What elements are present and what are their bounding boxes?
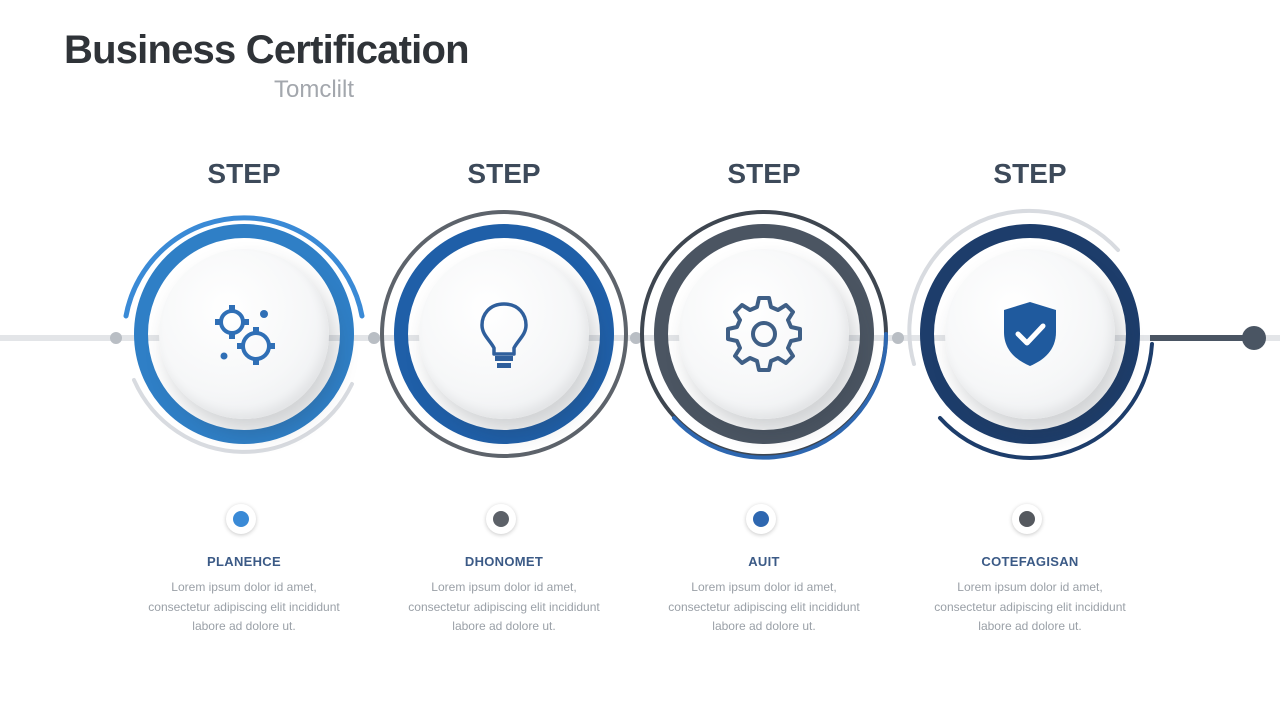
- step-marker: [226, 504, 256, 534]
- step-ring: [380, 210, 628, 458]
- step-disc: [419, 249, 589, 419]
- step-marker: [746, 504, 776, 534]
- step-disc: [679, 249, 849, 419]
- timeline-connector: [368, 332, 380, 344]
- timeline-tail: [1150, 335, 1254, 341]
- step-2: STEP DHONOMET Lorem ipsum dolor id amet,…: [374, 150, 634, 670]
- step-name: COTEFAGISAN: [981, 554, 1079, 569]
- step-description: Lorem ipsum dolor id amet, consectetur a…: [408, 580, 600, 633]
- step-description: Lorem ipsum dolor id amet, consectetur a…: [668, 580, 860, 633]
- step-marker-dot: [753, 511, 769, 527]
- timeline-end-node: [1242, 326, 1266, 350]
- gear-icon: [726, 296, 802, 372]
- step-description: Lorem ipsum dolor id amet, consectetur a…: [934, 580, 1126, 633]
- step-description: Lorem ipsum dolor id amet, consectetur a…: [148, 580, 340, 633]
- page-subtitle: Tomclilt: [274, 76, 355, 103]
- step-label: STEP: [993, 158, 1067, 189]
- page-title: Business Certification: [64, 28, 470, 72]
- step-4: STEP COTEFAGISAN Lorem ipsum dolor id am…: [900, 150, 1160, 670]
- step-ring: [123, 215, 365, 454]
- step-marker-dot: [493, 511, 509, 527]
- step-label: STEP: [207, 158, 281, 189]
- step-marker-dot: [233, 511, 249, 527]
- timeline-connector: [110, 332, 122, 344]
- step-disc: [159, 249, 329, 419]
- step-label: STEP: [727, 158, 801, 189]
- step-3: STEP AUIT Lorem ipsum dolor id amet, con…: [634, 150, 894, 670]
- gears-icon: [215, 305, 275, 365]
- shield-check-icon: [1004, 302, 1056, 366]
- step-label: STEP: [467, 158, 541, 189]
- timeline-connector: [892, 332, 904, 344]
- lightbulb-icon: [480, 302, 528, 368]
- step-ring: [907, 208, 1154, 460]
- step-name: AUIT: [748, 554, 780, 569]
- step-marker: [486, 504, 516, 534]
- step-ring: [640, 210, 889, 460]
- step-name: DHONOMET: [464, 554, 544, 569]
- step-1: STEP PLANEHCE Lorem ipsum dolor id amet,…: [114, 150, 374, 670]
- step-marker: [1012, 504, 1042, 534]
- timeline-connector: [630, 332, 642, 344]
- step-marker-dot: [1019, 511, 1035, 527]
- step-name: PLANEHCE: [207, 554, 281, 569]
